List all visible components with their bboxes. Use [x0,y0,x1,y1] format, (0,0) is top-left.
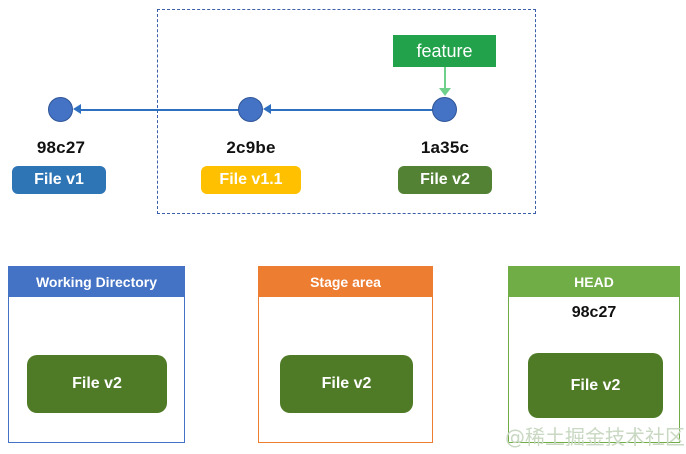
panel-working-directory: Working Directory File v2 [8,266,185,443]
commit-file-chip-2[interactable]: File v2 [398,166,492,194]
file-block-head[interactable]: File v2 [528,353,663,418]
file-block-stage-area[interactable]: File v2 [280,355,413,413]
branch-pointer-arrow-icon [439,88,451,96]
panel-body-head: 98c27 File v2 [509,297,679,442]
panel-header-stage-area: Stage area [259,267,432,297]
commit-file-chip-1[interactable]: File v1.1 [201,166,301,194]
commit-file-chip-0[interactable]: File v1 [12,166,106,194]
commit-hash-0: 98c27 [36,138,86,157]
branch-pointer-stem [444,67,446,90]
head-commit-hash: 98c27 [571,304,617,321]
panel-header-working-directory: Working Directory [9,267,184,297]
commit-link-1a35c-to-2c9be [268,109,440,111]
panel-header-head: HEAD [509,267,679,297]
commit-hash-2: 1a35c [420,138,470,157]
file-block-working-directory[interactable]: File v2 [27,355,167,413]
commit-node-98c27[interactable] [48,97,73,122]
branch-label-text: feature [416,40,473,61]
commit-hash-1: 2c9be [226,138,276,157]
commit-node-1a35c[interactable] [432,97,457,122]
commit-node-2c9be[interactable] [238,97,263,122]
commit-arrow-head-98c27 [73,104,81,114]
commit-link-2c9be-to-98c27 [78,109,246,111]
branch-label-feature[interactable]: feature [393,35,496,67]
panel-body-stage-area: File v2 [259,297,432,442]
panel-head: HEAD 98c27 File v2 [508,266,680,443]
commit-arrow-head-2c9be [263,104,271,114]
panel-stage-area: Stage area File v2 [258,266,433,443]
dashed-branch-region [157,9,536,214]
panel-body-working-directory: File v2 [9,297,184,442]
